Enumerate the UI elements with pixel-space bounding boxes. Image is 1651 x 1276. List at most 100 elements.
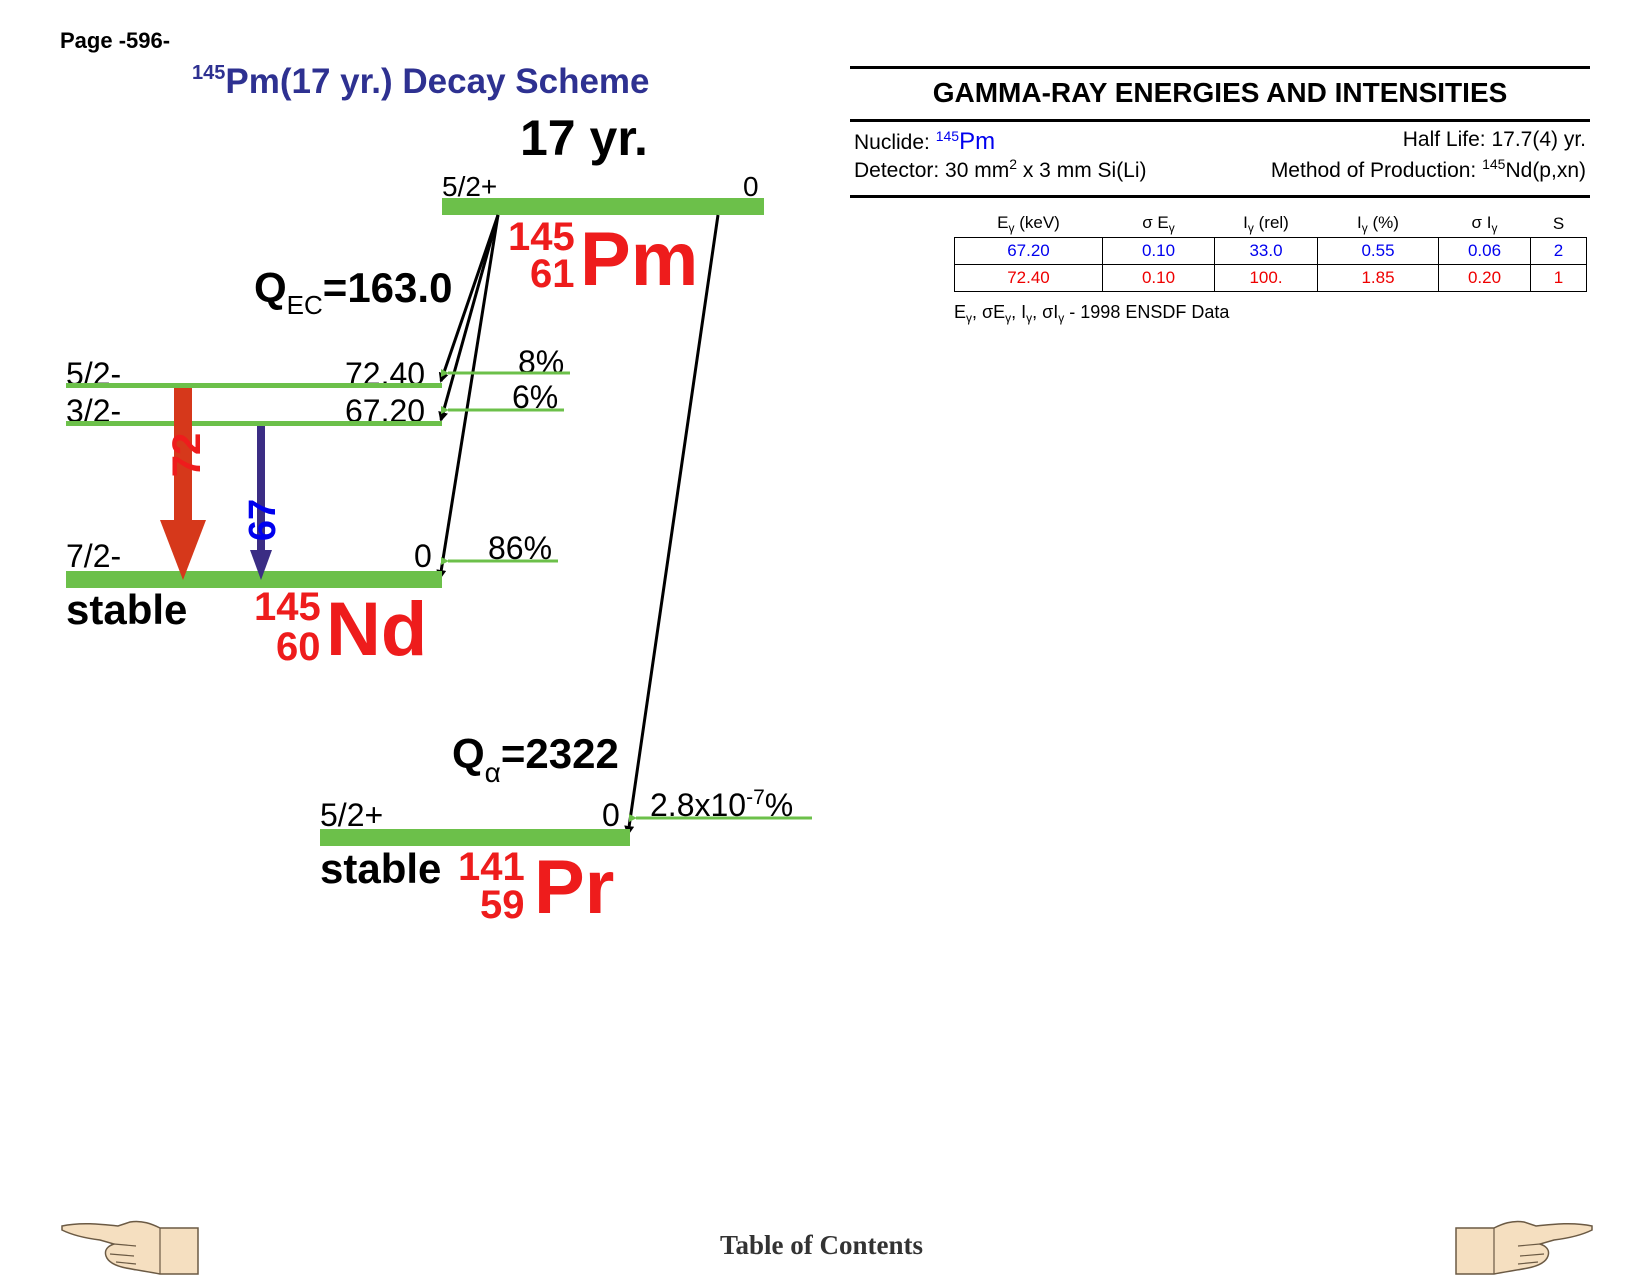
ec-arrow-67 xyxy=(438,214,500,422)
cell-int-unc: 0.20 xyxy=(1438,264,1531,292)
cell-s: 2 xyxy=(1530,237,1587,265)
ec-arrow-gs xyxy=(436,214,500,580)
nuclide-info: Nuclide: 145Pm Half Life: 17.7(4) yr. De… xyxy=(850,128,1586,184)
gamma-67-shaft xyxy=(257,426,265,550)
decay-scheme-diagram: 17 yr. 5/2+ 0 145 61 Pm QEC=163.0 5/2- 7… xyxy=(66,110,812,930)
nd-ground-level-bar xyxy=(66,571,442,588)
nd-z: 60 xyxy=(276,625,321,669)
parent-spin: 5/2+ xyxy=(442,171,497,202)
col-energy-unc-sym: σ E xyxy=(1142,212,1169,232)
qec-sub: EC xyxy=(287,290,323,320)
col-energy-sym: E xyxy=(997,212,1009,232)
nd-symbol: Nd xyxy=(326,587,427,672)
col-energy-unc: σ Eγ xyxy=(1103,210,1215,238)
gamma-67-label: 67 xyxy=(242,499,284,541)
cell-int-rel: 100. xyxy=(1214,264,1318,292)
gamma-72-shaft xyxy=(174,388,192,520)
gamma-sub: γ xyxy=(1168,220,1175,235)
pr-z: 59 xyxy=(480,883,525,927)
gamma-table: Eγ (keV) σ Eγ Iγ (rel) Iγ (%) σ Iγ S 67.… xyxy=(954,210,1587,292)
qec-q: Q xyxy=(254,264,287,311)
nd-mass: 145 xyxy=(254,585,321,629)
nd-level-2-bar xyxy=(66,421,442,426)
table-row: 67.20 0.10 33.0 0.55 0.06 2 xyxy=(954,237,1587,265)
col-int-unc: σ Iγ xyxy=(1439,210,1531,238)
method-field: Method of Production: 145Nd(p,xn) xyxy=(1271,156,1586,183)
info-divider xyxy=(850,195,1590,198)
nuclide-value: 145Pm xyxy=(936,128,995,155)
qalpha-label: Qα=2322 xyxy=(452,730,619,788)
gamma-panel-title: GAMMA-RAY ENERGIES AND INTENSITIES xyxy=(932,77,1508,108)
gamma-panel-header: GAMMA-RAY ENERGIES AND INTENSITIES xyxy=(850,66,1590,122)
table-row: 72.40 0.10 100. 1.85 0.20 1 xyxy=(954,264,1587,292)
alpha-arrow xyxy=(624,214,720,836)
gamma-sub: γ xyxy=(1247,220,1254,235)
gamma-sub: γ xyxy=(1491,220,1498,235)
detector-part-a: Detector: 30 mm xyxy=(854,159,1010,182)
nuclide-info-row-2: Detector: 30 mm2 x 3 mm Si(Li) Method of… xyxy=(850,156,1586,184)
col-int-pct-unit: (%) xyxy=(1372,212,1399,232)
qec-value: =163.0 xyxy=(323,264,453,311)
pr-level-bar xyxy=(320,829,630,846)
cell-int-pct: 1.85 xyxy=(1317,264,1439,292)
col-int-rel-unit: (rel) xyxy=(1258,212,1289,232)
detector-sup: 2 xyxy=(1009,156,1018,172)
gamma-72-arrowhead xyxy=(160,520,206,580)
qalpha-q: Q xyxy=(452,730,485,777)
cell-energy: 72.40 xyxy=(954,264,1103,292)
gamma-67-arrowhead xyxy=(250,550,272,580)
nd-level-3-spin: 7/2- xyxy=(66,538,121,574)
pr-symbol: Pr xyxy=(534,845,614,930)
parent-halflife: 17 yr. xyxy=(520,110,648,166)
pr-spin: 5/2+ xyxy=(320,797,383,833)
page-title: 145Pm(17 yr.) Decay Scheme xyxy=(192,62,650,102)
detector-field: Detector: 30 mm2 x 3 mm Si(Li) xyxy=(854,156,1147,183)
method-sup: 145 xyxy=(1482,156,1506,172)
parent-z: 61 xyxy=(530,252,575,296)
nuclide-label: Nuclide: xyxy=(854,131,936,154)
col-int-pct-sym: I xyxy=(1357,212,1362,232)
cell-energy: 67.20 xyxy=(954,237,1103,265)
parent-energy: 0 xyxy=(743,171,759,202)
previous-page-hand-icon[interactable] xyxy=(60,1218,202,1276)
footnote-source: 1998 ENSDF Data xyxy=(1080,302,1230,322)
next-page-hand-icon[interactable] xyxy=(1452,1218,1594,1276)
method-part-a: Method of Production: xyxy=(1270,159,1483,182)
nuclide-field: Nuclide: 145Pm xyxy=(854,128,995,156)
title-text: Pm(17 yr.) Decay Scheme xyxy=(225,62,650,101)
cell-s: 1 xyxy=(1530,264,1587,292)
col-int-rel-sym: I xyxy=(1243,212,1248,232)
pr-energy: 0 xyxy=(602,797,620,833)
nuclide-symbol: Pm xyxy=(959,128,996,155)
nd-level-1-bar xyxy=(66,383,442,388)
gamma-72-label: 72 xyxy=(165,433,209,478)
nd-level-3-energy: 0 xyxy=(414,538,432,574)
nuclide-mass: 145 xyxy=(935,128,960,144)
col-s: S xyxy=(1552,213,1565,233)
cell-int-rel: 33.0 xyxy=(1214,237,1318,265)
pr-stable-label: stable xyxy=(320,845,441,892)
table-of-contents-link[interactable]: Table of Contents xyxy=(720,1230,924,1260)
cell-int-unc: 0.06 xyxy=(1438,237,1531,265)
nd-level-1-feeding: 8% xyxy=(518,344,564,380)
col-energy-unit: (keV) xyxy=(1019,212,1060,232)
gamma-sub: γ xyxy=(1008,220,1015,235)
cell-energy-unc: 0.10 xyxy=(1102,237,1215,265)
table-footnote: Eγ, σEγ, Iγ, σIγ - 1998 ENSDF Data xyxy=(954,302,1230,325)
pr-feeding-exp: -7 xyxy=(746,786,765,809)
qalpha-sub: α xyxy=(485,757,501,788)
pr-mass: 141 xyxy=(458,845,525,889)
parent-mass: 145 xyxy=(508,215,575,259)
col-int-unc-sym: σ I xyxy=(1471,212,1492,232)
nd-stable-label: stable xyxy=(66,586,187,633)
detector-part-b: x 3 mm Si(Li) xyxy=(1017,159,1147,182)
col-energy: Eγ (keV) xyxy=(955,210,1103,238)
cell-energy-unc: 0.10 xyxy=(1102,264,1215,292)
gamma-table-header-row: Eγ (keV) σ Eγ Iγ (rel) Iγ (%) σ Iγ S xyxy=(955,210,1587,238)
qec-label: QEC=163.0 xyxy=(254,264,452,320)
cell-int-pct: 0.55 xyxy=(1317,237,1439,265)
col-int-rel: Iγ (rel) xyxy=(1215,210,1318,238)
page-number: Page -596- xyxy=(60,28,171,53)
col-int-pct: Iγ (%) xyxy=(1318,210,1439,238)
halflife-field: Half Life: 17.7(4) yr. xyxy=(1402,128,1586,151)
